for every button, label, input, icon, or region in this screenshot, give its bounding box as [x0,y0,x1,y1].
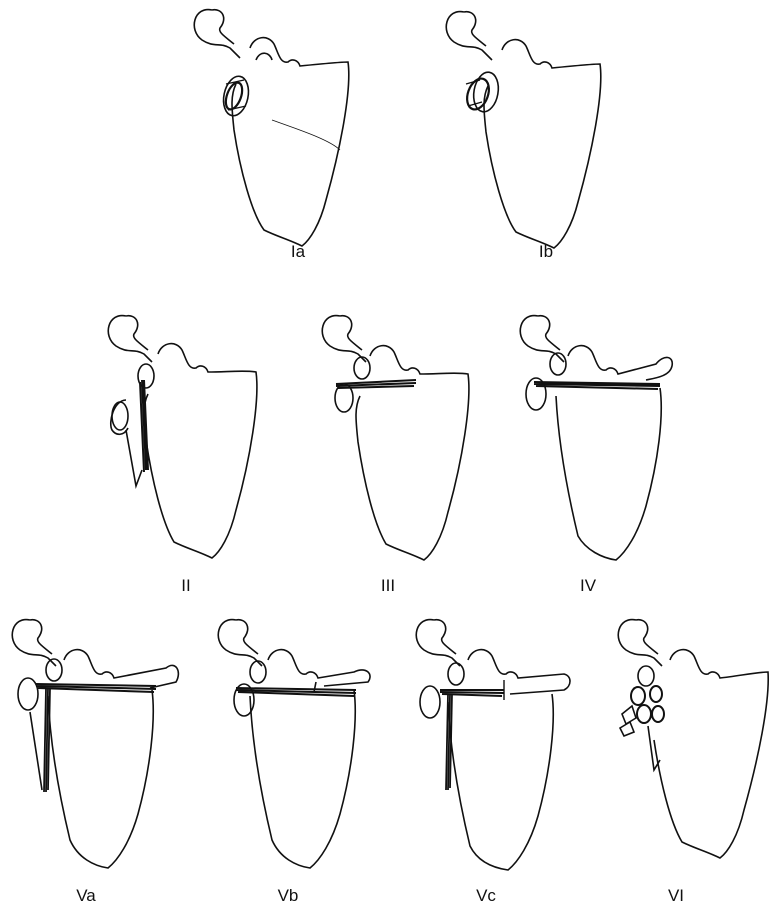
scapula-diagram-ia: Ia [180,0,370,262]
diagram-label-vi: VI [646,886,706,906]
scapula-diagram-vi: VI [600,610,773,912]
diagram-label-iii: III [358,576,418,596]
scapula-diagram-ib: Ib [430,0,630,262]
diagram-label-iv: IV [558,576,618,596]
diagram-label-va: Va [56,886,116,906]
diagram-label-ia: Ia [268,242,328,262]
scapula-diagram-iv: IV [506,306,696,600]
diagram-label-ii: II [156,576,216,596]
scapula-diagram-vb: Vb [204,610,394,912]
scapula-diagram-ii: II [96,310,266,600]
scapula-diagram-va: Va [0,610,190,912]
diagram-label-ib: Ib [516,242,576,262]
scapula-diagram-iii: III [310,306,490,600]
diagram-label-vc: Vc [456,886,516,906]
diagram-label-vb: Vb [258,886,318,906]
scapula-diagram-vc: Vc [400,610,590,912]
